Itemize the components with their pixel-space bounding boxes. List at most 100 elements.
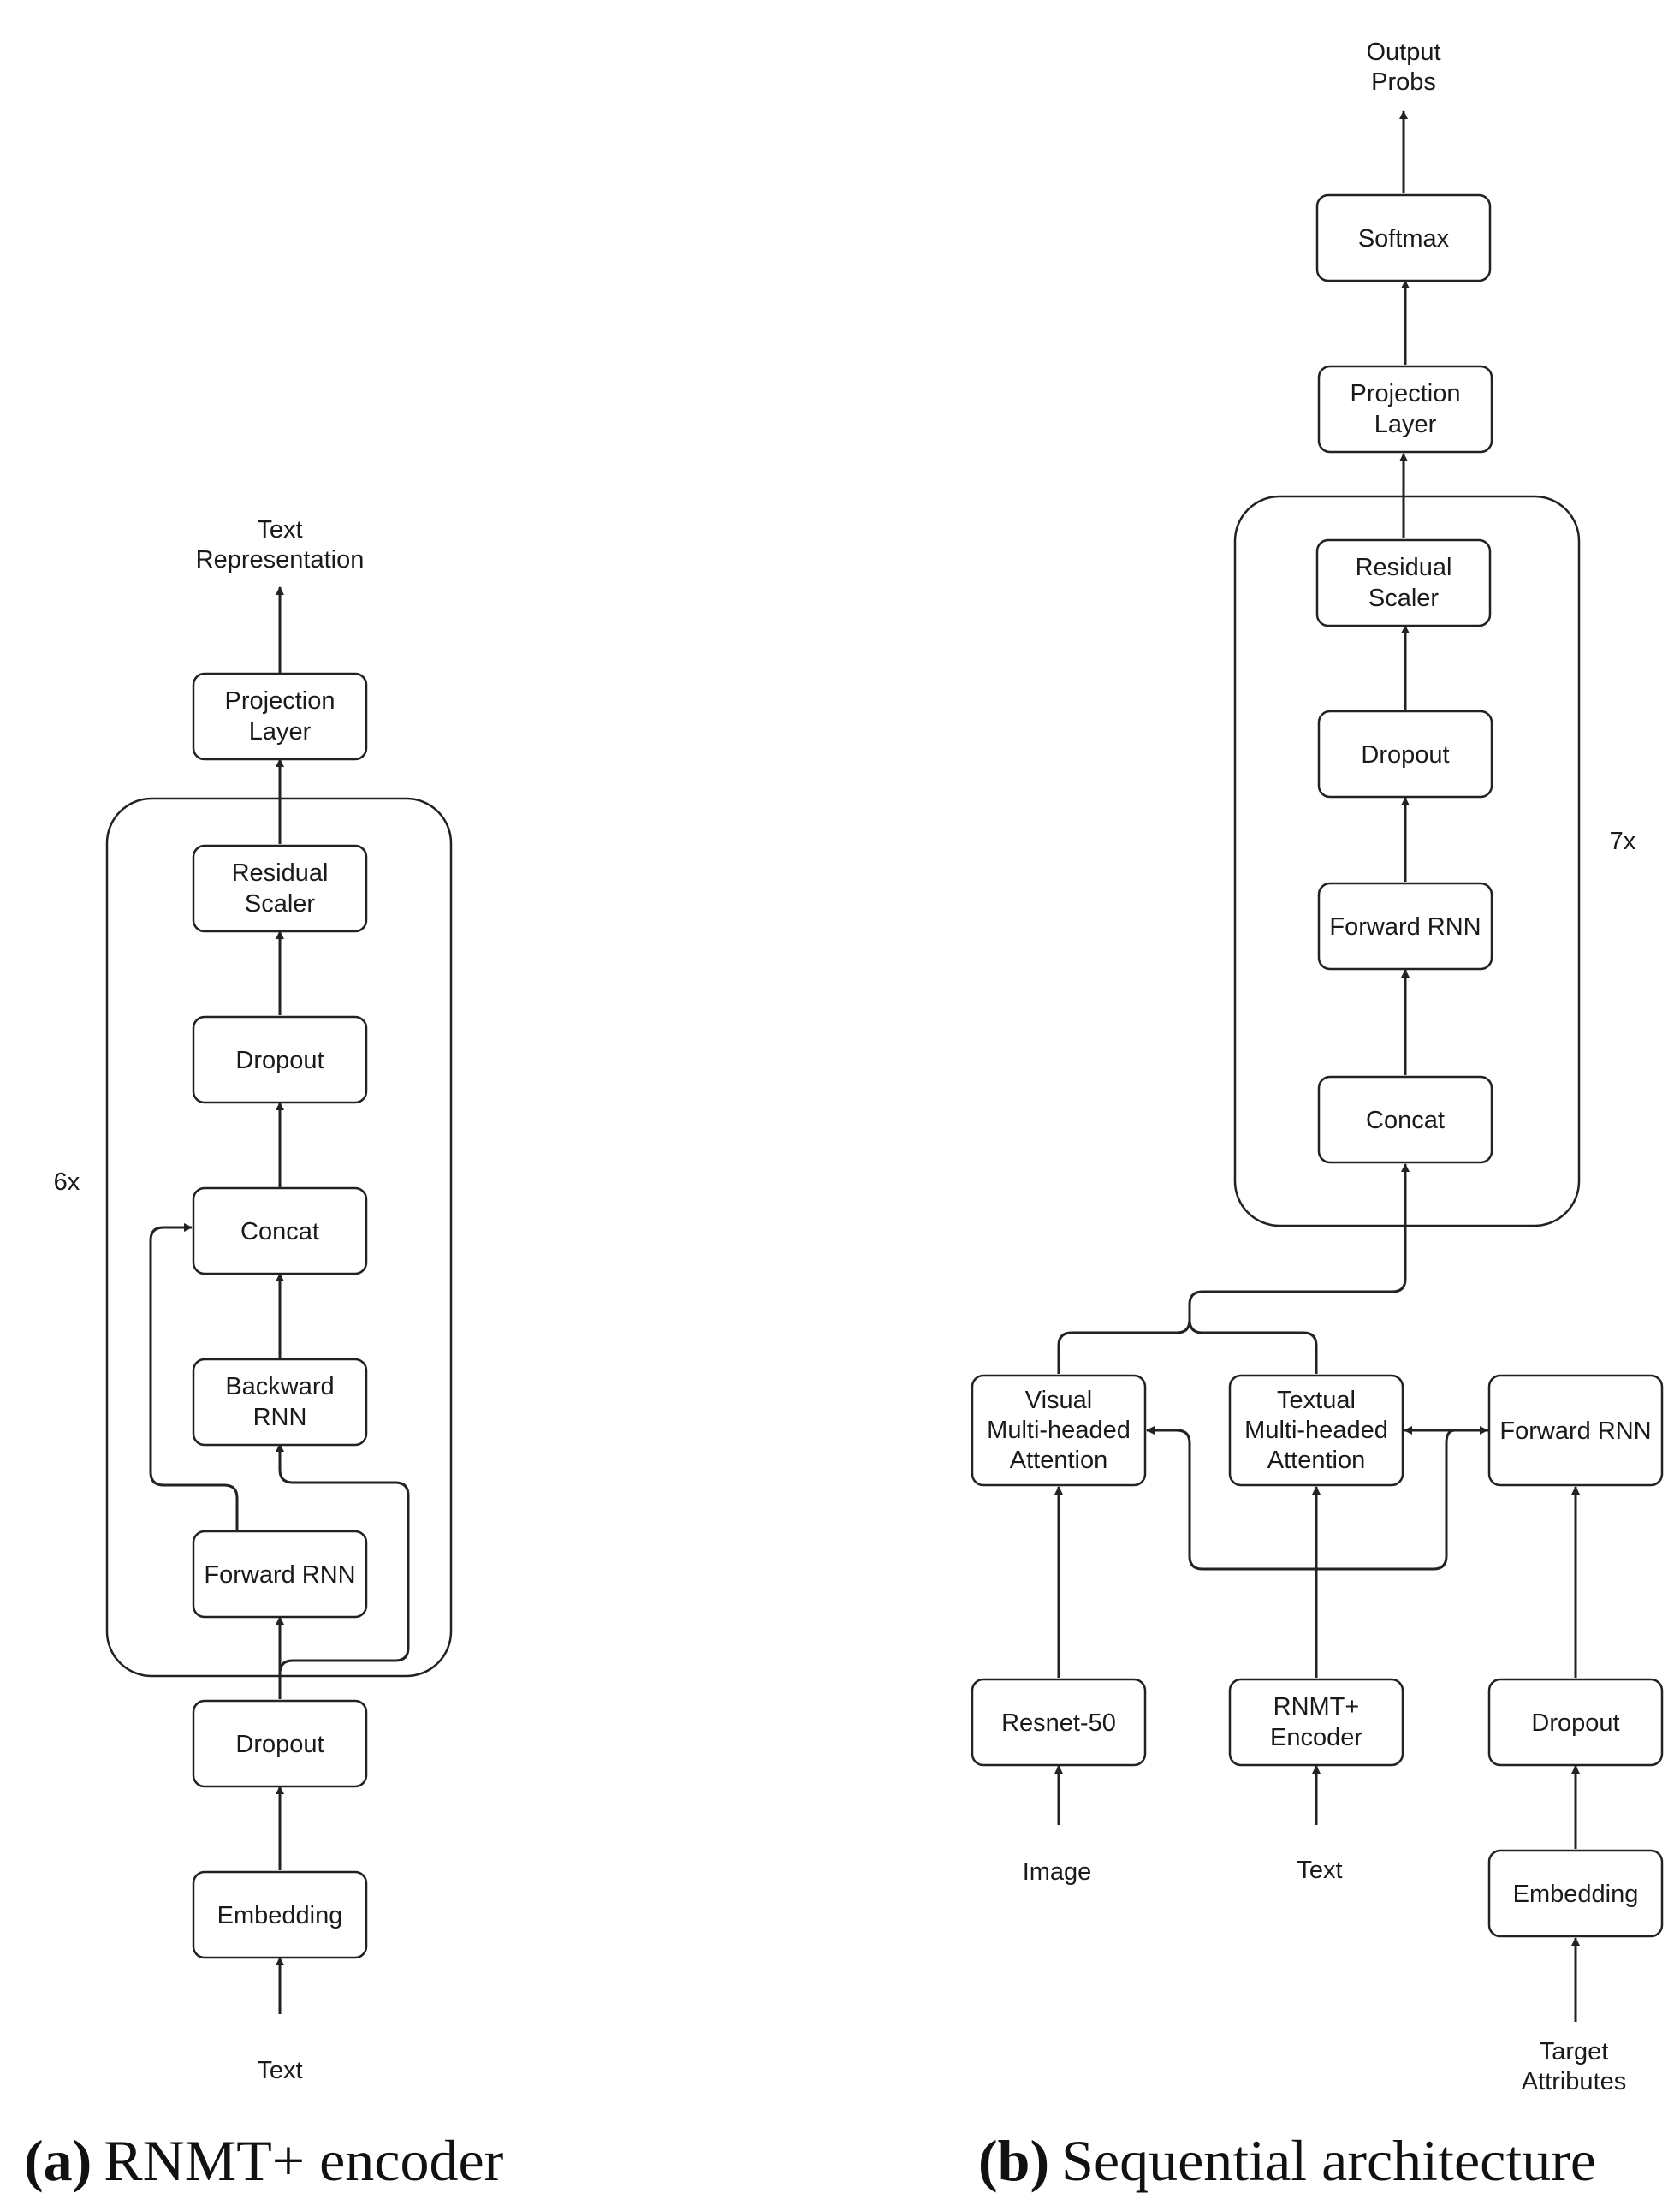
svg-text:Embedding: Embedding	[217, 1902, 343, 1929]
input-text-label-b: Text	[1297, 1857, 1342, 1884]
forward-rnn-right-node-b: Forward RNN	[1487, 1374, 1664, 1487]
edges-b	[1054, 110, 1580, 2022]
projection-layer-node-a: Projection Layer	[192, 672, 368, 761]
node-label: Backward	[225, 1373, 334, 1400]
node-label: Dropout	[235, 1731, 324, 1758]
svg-text:Scaler: Scaler	[1368, 585, 1440, 612]
output-label-a: Representation	[196, 546, 365, 574]
node-label: Encoder	[1270, 1724, 1362, 1751]
svg-text:Backward: Backward	[225, 1373, 334, 1400]
dropout-inner-node-b: Dropout	[1317, 710, 1493, 799]
visual-attention-node-b: Visual Multi-headed Attention	[971, 1374, 1147, 1487]
node-label: Residual	[232, 859, 329, 887]
diagram-a: 6x Projection Layer Residual Scaler	[24, 516, 504, 2193]
svg-text:RNMT+: RNMT+	[1273, 1693, 1360, 1721]
caption-a: (a) RNMT+ encoder	[24, 2128, 504, 2193]
backward-rnn-node-a: Backward RNN	[192, 1358, 368, 1447]
node-label: Scaler	[245, 890, 316, 918]
svg-text:Concat: Concat	[1366, 1107, 1445, 1134]
diagram-b: 7x Softmax	[971, 39, 1664, 2193]
node-label: Forward RNN	[1499, 1418, 1651, 1445]
node-label: Layer	[1374, 411, 1437, 438]
svg-text:Forward RNN: Forward RNN	[1499, 1418, 1651, 1445]
node-label: Attention	[1010, 1447, 1107, 1474]
concat-node-a: Concat	[192, 1186, 368, 1275]
node-label: Resnet-50	[1001, 1709, 1116, 1737]
svg-text:Resnet-50: Resnet-50	[1001, 1709, 1116, 1737]
svg-text:Residual: Residual	[232, 859, 329, 887]
residual-scaler-node-b: Residual Scaler	[1315, 538, 1492, 627]
textual-attention-node-b: Textual Multi-headed Attention	[1228, 1374, 1404, 1487]
svg-text:Scaler: Scaler	[245, 890, 316, 918]
node-label: Projection	[225, 687, 335, 715]
svg-text:RNN: RNN	[253, 1404, 307, 1431]
dropout-right-node-b: Dropout	[1487, 1678, 1664, 1767]
svg-text:Dropout: Dropout	[235, 1731, 324, 1758]
node-label: Dropout	[1531, 1709, 1619, 1737]
node-label: Embedding	[217, 1902, 343, 1929]
input-image-label-b: Image	[1023, 1858, 1092, 1886]
node-label: Dropout	[235, 1047, 324, 1074]
svg-text:Attention: Attention	[1010, 1447, 1107, 1474]
node-label: Forward RNN	[1329, 913, 1481, 941]
dropout-inner-node-a: Dropout	[192, 1015, 368, 1104]
node-label: Multi-headed	[987, 1417, 1131, 1444]
svg-text:Encoder: Encoder	[1270, 1724, 1362, 1751]
output-label-a: Text	[257, 516, 302, 544]
dropout-outer-node-a: Dropout	[192, 1699, 368, 1788]
projection-layer-node-b: Projection Layer	[1317, 365, 1493, 454]
svg-text:Residual: Residual	[1356, 554, 1452, 581]
svg-text:Embedding: Embedding	[1513, 1881, 1639, 1908]
svg-text:Multi-headed: Multi-headed	[987, 1417, 1131, 1444]
svg-text:Softmax: Softmax	[1358, 225, 1450, 253]
node-label: Residual	[1356, 554, 1452, 581]
node-label: Visual	[1025, 1387, 1092, 1414]
svg-text:Dropout: Dropout	[1361, 741, 1449, 769]
svg-text:Projection: Projection	[225, 687, 335, 715]
svg-text:Projection: Projection	[1351, 380, 1461, 407]
forward-rnn-inner-node-b: Forward RNN	[1317, 882, 1493, 971]
node-label: Multi-headed	[1244, 1417, 1388, 1444]
node-label: Concat	[1366, 1107, 1445, 1134]
input-label-a: Text	[257, 2057, 302, 2084]
svg-text:Multi-headed: Multi-headed	[1244, 1417, 1388, 1444]
node-label: Scaler	[1368, 585, 1440, 612]
node-label: Softmax	[1358, 225, 1450, 253]
svg-text:Textual: Textual	[1277, 1387, 1356, 1414]
node-label: Projection	[1351, 380, 1461, 407]
svg-text:Layer: Layer	[249, 718, 312, 746]
caption-b: (b) Sequential architecture	[978, 2128, 1596, 2193]
svg-text:Visual: Visual	[1025, 1387, 1092, 1414]
concat-node-b: Concat	[1317, 1075, 1493, 1164]
node-label: Textual	[1277, 1387, 1356, 1414]
repeat-label-a: 6x	[54, 1168, 80, 1196]
svg-text:Attention: Attention	[1267, 1447, 1365, 1474]
node-label: Layer	[249, 718, 312, 746]
resnet-node-b: Resnet-50	[971, 1678, 1147, 1767]
node-label: Forward RNN	[204, 1561, 355, 1589]
node-label: Embedding	[1513, 1881, 1639, 1908]
embedding-right-node-b: Embedding	[1487, 1849, 1664, 1938]
output-label-b: Output	[1366, 39, 1440, 66]
input-target-label-b: Attributes	[1522, 2068, 1627, 2095]
node-label: Concat	[240, 1218, 319, 1245]
svg-text:Forward RNN: Forward RNN	[204, 1561, 355, 1589]
softmax-node-b: Softmax	[1315, 193, 1492, 282]
input-target-label-b: Target	[1540, 2038, 1609, 2065]
embedding-node-a: Embedding	[192, 1870, 368, 1959]
svg-text:Layer: Layer	[1374, 411, 1437, 438]
node-label: RNN	[253, 1404, 307, 1431]
node-label: Attention	[1267, 1447, 1365, 1474]
rnmt-encoder-node-b: RNMT+ Encoder	[1228, 1678, 1404, 1767]
forward-rnn-node-a: Forward RNN	[192, 1530, 368, 1619]
residual-scaler-node-a: Residual Scaler	[192, 844, 368, 933]
node-label: RNMT+	[1273, 1693, 1360, 1721]
repeat-group-b	[1233, 495, 1581, 1227]
svg-text:Forward RNN: Forward RNN	[1329, 913, 1481, 941]
svg-text:Concat: Concat	[240, 1218, 319, 1245]
output-label-b: Probs	[1371, 68, 1436, 96]
svg-text:Dropout: Dropout	[235, 1047, 324, 1074]
svg-text:Dropout: Dropout	[1531, 1709, 1619, 1737]
edges-a	[149, 586, 410, 2014]
